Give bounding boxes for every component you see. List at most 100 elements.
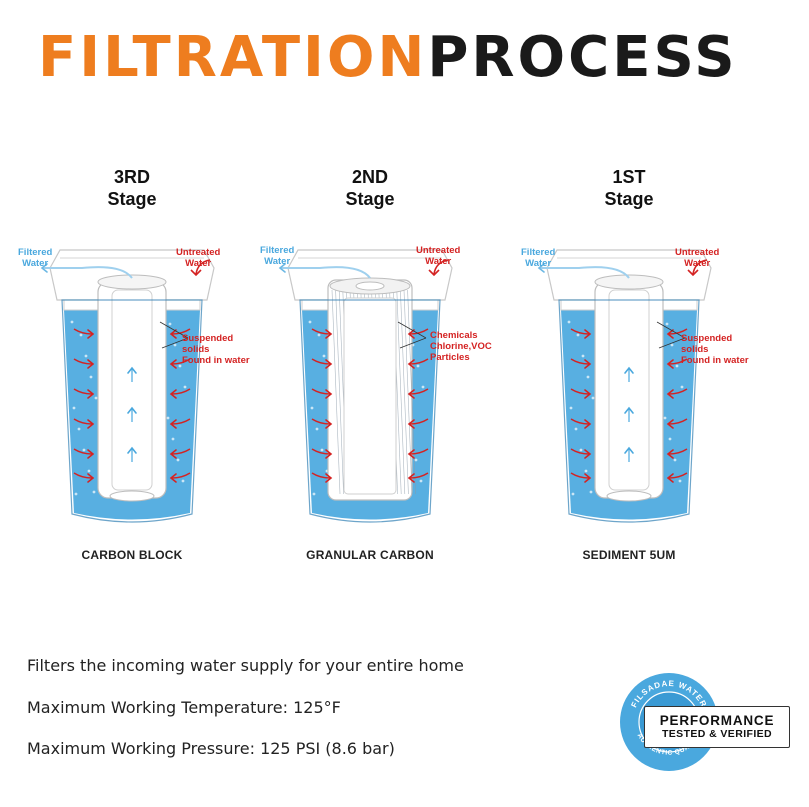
- stage-word: Stage: [107, 189, 157, 209]
- contaminant-speck: [79, 333, 83, 337]
- contaminant-speck: [70, 320, 74, 324]
- left-inflow-path: [311, 388, 331, 395]
- filtered-outflow-path: [42, 266, 133, 279]
- contaminant-speck: [678, 479, 682, 483]
- right-inflow-path: [171, 328, 191, 335]
- core-flow-arrow: [624, 366, 634, 374]
- right-inflow-arrow: [407, 389, 415, 399]
- note-pointer: [397, 321, 427, 339]
- contaminant-speck: [414, 458, 418, 462]
- filter-media-name: CARBON BLOCK: [81, 548, 183, 562]
- right-inflow-arrow: [169, 359, 177, 369]
- left-inflow-arrow: [87, 389, 95, 399]
- contaminant-speck: [581, 354, 585, 358]
- contaminant-speck: [416, 364, 420, 368]
- filtered-outflow-path: [539, 266, 630, 279]
- contaminant-speck: [579, 448, 583, 452]
- right-inflow-arrow: [666, 329, 674, 339]
- filter-housing-diagram: [537, 249, 712, 523]
- contaminant-speck: [591, 396, 595, 400]
- stage-word: Stage: [345, 189, 395, 209]
- page-title: FILTRATIONPROCESS: [38, 30, 738, 86]
- contaminant-speck: [178, 364, 182, 368]
- pleat-line: [335, 289, 344, 495]
- left-inflow-path: [73, 472, 93, 479]
- spec-coverage: Filters the incoming water supply for yo…: [27, 656, 464, 675]
- contaminant-speck: [680, 385, 684, 389]
- untreated-inflow-path: [433, 259, 449, 275]
- right-inflow-path: [668, 418, 688, 425]
- note-pointer: [656, 321, 686, 339]
- right-inflow-path: [409, 418, 429, 425]
- right-inflow-arrow: [666, 419, 674, 429]
- right-inflow-arrow: [169, 389, 177, 399]
- left-inflow-arrow: [584, 329, 592, 339]
- left-inflow-arrow: [584, 449, 592, 459]
- contaminant-speck: [315, 427, 319, 431]
- right-inflow-path: [171, 418, 191, 425]
- right-inflow-path: [668, 358, 688, 365]
- cartridge-top-hole: [355, 281, 385, 291]
- contaminant-speck: [419, 479, 423, 483]
- stage-heading: 3RD Stage: [2, 166, 262, 210]
- cartridge-bottom: [109, 490, 155, 502]
- spec-pressure: Maximum Working Pressure: 125 PSI (8.6 b…: [27, 739, 395, 758]
- left-inflow-arrow: [87, 329, 95, 339]
- untreated-inflow-path: [692, 259, 708, 275]
- left-inflow-arrow: [87, 449, 95, 459]
- right-inflow-path: [409, 472, 429, 479]
- stage-number: 1ST: [612, 167, 646, 187]
- contaminant-speck: [571, 492, 575, 496]
- contaminant-speck: [166, 416, 170, 420]
- filter-media-name: GRANULAR CARBON: [306, 548, 434, 562]
- note-pointer: [399, 337, 427, 349]
- filtered-outflow-arrow: [278, 263, 286, 273]
- contaminant-speck: [320, 448, 324, 452]
- left-inflow-path: [311, 448, 331, 455]
- note-pointer: [159, 321, 189, 339]
- stage-word: Stage: [604, 189, 654, 209]
- filter-housing-diagram: [278, 249, 453, 523]
- cartridge-core: [343, 297, 397, 495]
- right-inflow-arrow: [666, 473, 674, 483]
- core-flow-arrow: [127, 366, 137, 374]
- left-inflow-path: [73, 448, 93, 455]
- left-inflow-arrow: [584, 473, 592, 483]
- right-inflow-arrow: [666, 389, 674, 399]
- core-flow-arrow: [127, 406, 137, 414]
- left-inflow-path: [311, 418, 331, 425]
- badge-line-2: TESTED & VERIFIED: [661, 728, 773, 740]
- title-filtration: FILTRATION: [38, 25, 428, 90]
- cartridge-core: [608, 289, 650, 491]
- left-inflow-path: [570, 358, 590, 365]
- right-inflow-arrow: [666, 359, 674, 369]
- right-inflow-arrow: [169, 329, 177, 339]
- left-inflow-path: [570, 448, 590, 455]
- badge-line-1: PERFORMANCE: [659, 713, 775, 728]
- untreated-inflow-path: [195, 259, 211, 275]
- right-inflow-path: [409, 448, 429, 455]
- filtered-outflow-arrow: [537, 263, 545, 273]
- left-inflow-arrow: [325, 473, 333, 483]
- contaminant-speck: [89, 375, 93, 379]
- left-inflow-arrow: [325, 359, 333, 369]
- pleat-line: [403, 289, 413, 495]
- cartridge-top: [594, 274, 664, 290]
- left-inflow-path: [311, 472, 331, 479]
- contaminant-speck: [584, 469, 588, 473]
- contaminant-speck: [586, 375, 590, 379]
- stage-number: 2ND: [351, 167, 388, 187]
- left-inflow-path: [570, 472, 590, 479]
- core-flow-arrow: [624, 406, 634, 414]
- pleat-line: [396, 289, 406, 495]
- left-inflow-path: [73, 418, 93, 425]
- right-inflow-arrow: [666, 449, 674, 459]
- spec-temperature: Maximum Working Temperature: 125°F: [27, 698, 341, 717]
